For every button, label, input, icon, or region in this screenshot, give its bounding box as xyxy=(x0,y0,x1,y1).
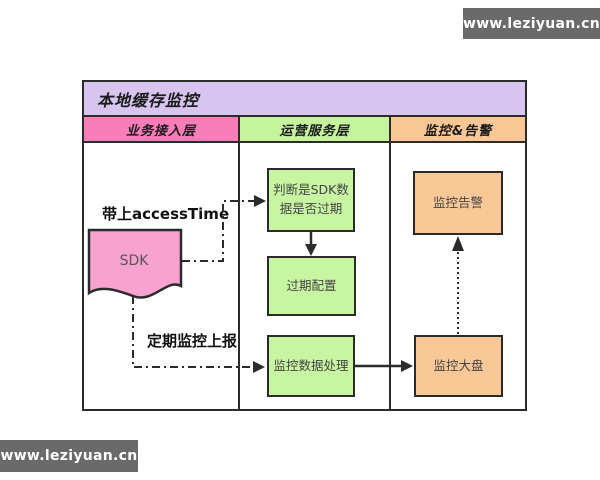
diagram-title: 本地缓存监控 xyxy=(97,90,200,110)
watermark-top-right: www.leziyuan.cn xyxy=(463,8,600,39)
diagram-title-band: 本地缓存监控 xyxy=(84,82,525,117)
sdk-node-label: SDK xyxy=(120,253,150,269)
lane-header-operation-service: 运营服务层 xyxy=(240,117,391,141)
sdk-document-node: SDK xyxy=(87,228,183,299)
edge-label-access-time: 带上accessTime xyxy=(102,205,230,223)
lane-divider-1 xyxy=(238,143,240,409)
node-monitor-data-process: 监控数据处理 xyxy=(267,335,355,397)
watermark-bottom-left: www.leziyuan.cn xyxy=(0,440,138,472)
node-expire-config: 过期配置 xyxy=(267,256,356,316)
lane-header-monitor-alert: 监控&告警 xyxy=(391,117,525,141)
node-monitor-alert: 监控告警 xyxy=(413,171,503,235)
lane-header-business-access: 业务接入层 xyxy=(84,117,240,141)
edge-label-periodic-report: 定期监控上报 xyxy=(147,332,238,350)
node-monitor-dashboard: 监控大盘 xyxy=(414,335,503,397)
lane-header-row: 业务接入层 运营服务层 监控&告警 xyxy=(84,117,525,143)
node-judge-sdk-data-expired: 判断是SDK数据是否过期 xyxy=(267,168,355,232)
lane-divider-2 xyxy=(389,143,391,409)
